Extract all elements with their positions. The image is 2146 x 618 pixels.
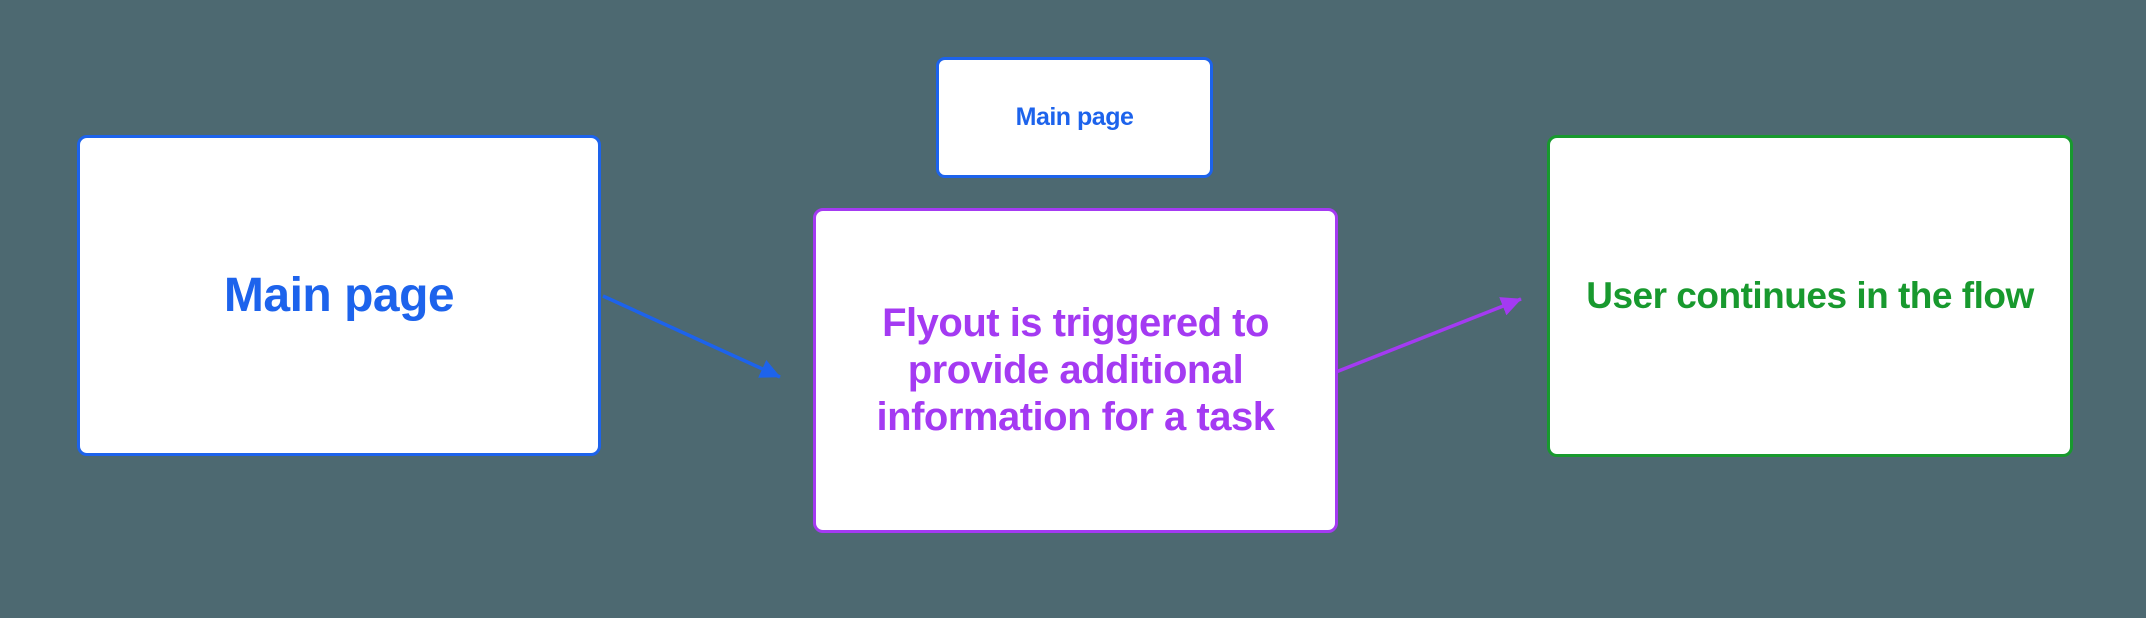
node-user-continues[interactable]: User continues in the flow xyxy=(1547,135,2073,457)
node-main-page-large[interactable]: Main page xyxy=(77,135,601,456)
node-main-page-small-label: Main page xyxy=(1015,103,1134,131)
node-flyout[interactable]: Flyout is triggered to provide additiona… xyxy=(813,208,1338,533)
edge-flyout-to-continue[interactable] xyxy=(1335,297,1522,374)
node-user-continues-label: User continues in the flow xyxy=(1586,275,2034,316)
node-main-page-large-label: Main page xyxy=(223,269,455,322)
node-main-page-small[interactable]: Main page xyxy=(936,57,1213,178)
edge-main-to-flyout[interactable] xyxy=(602,294,781,379)
node-flyout-label: Flyout is triggered to provide additiona… xyxy=(876,301,1275,439)
